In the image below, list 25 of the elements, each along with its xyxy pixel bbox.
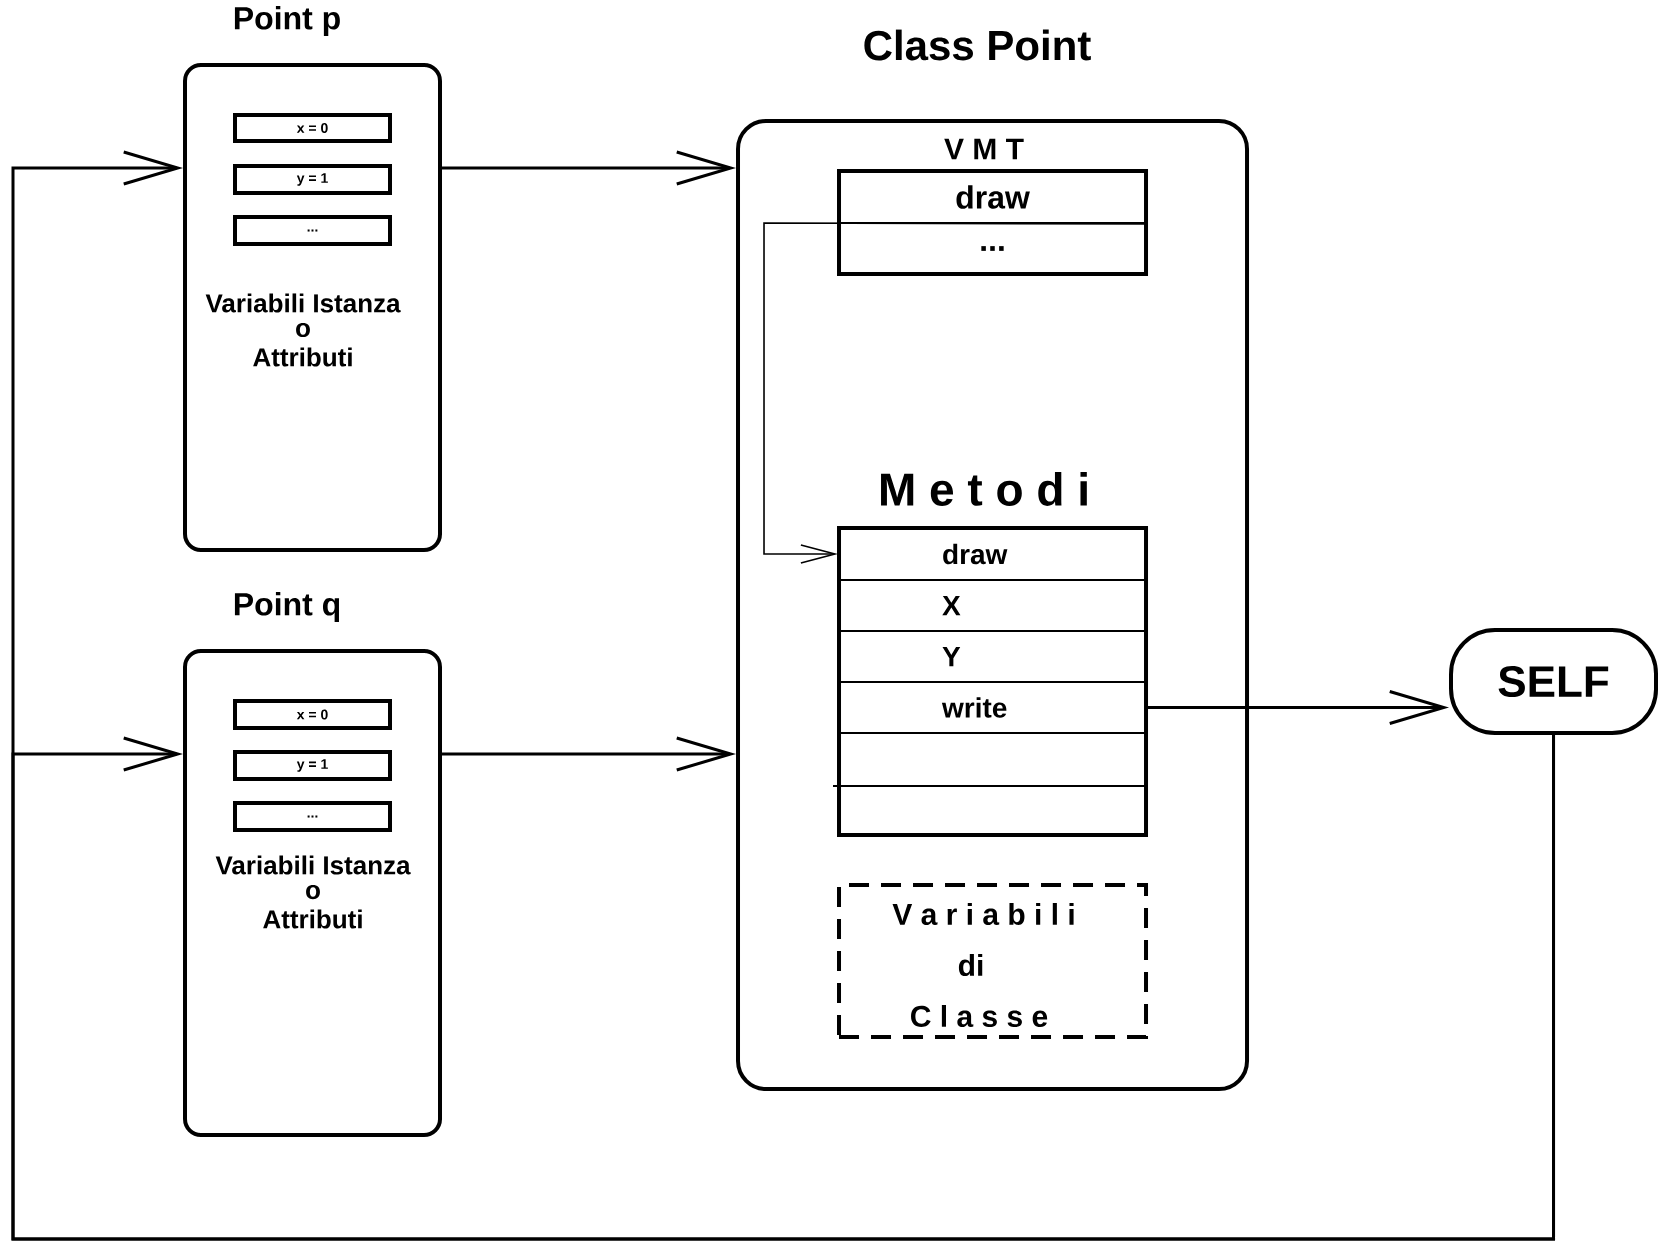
arrow bbox=[442, 736, 736, 772]
node-label: Point p bbox=[234, 6, 340, 36]
field-box: x = 0 bbox=[233, 699, 392, 730]
table-row: ... bbox=[838, 222, 1147, 275]
node-label: V M T bbox=[944, 138, 1024, 160]
dashed-box: V a r i a b i l i di C l a s s e bbox=[837, 883, 1148, 1039]
self-box: SELF bbox=[1449, 628, 1659, 735]
field-box: y = 1 bbox=[233, 164, 392, 195]
table-row: Y bbox=[838, 630, 1147, 683]
table-row: write bbox=[838, 681, 1147, 734]
table-row: draw bbox=[838, 527, 1147, 581]
arrow bbox=[11, 735, 1556, 1241]
table-row bbox=[838, 732, 1147, 787]
arrow bbox=[1147, 690, 1450, 725]
node-label: M e t o d i bbox=[881, 472, 1087, 506]
field-box: x = 0 bbox=[233, 113, 392, 143]
table-row: X bbox=[838, 579, 1147, 632]
node-label: Class Point bbox=[864, 29, 1091, 61]
table-row: draw bbox=[838, 170, 1147, 224]
arrow bbox=[442, 150, 736, 186]
node-label: Point q bbox=[234, 592, 340, 622]
field-box: ... bbox=[233, 801, 392, 832]
field-box: y = 1 bbox=[233, 750, 392, 781]
table-row bbox=[838, 785, 1147, 836]
field-box: ... bbox=[233, 215, 392, 246]
